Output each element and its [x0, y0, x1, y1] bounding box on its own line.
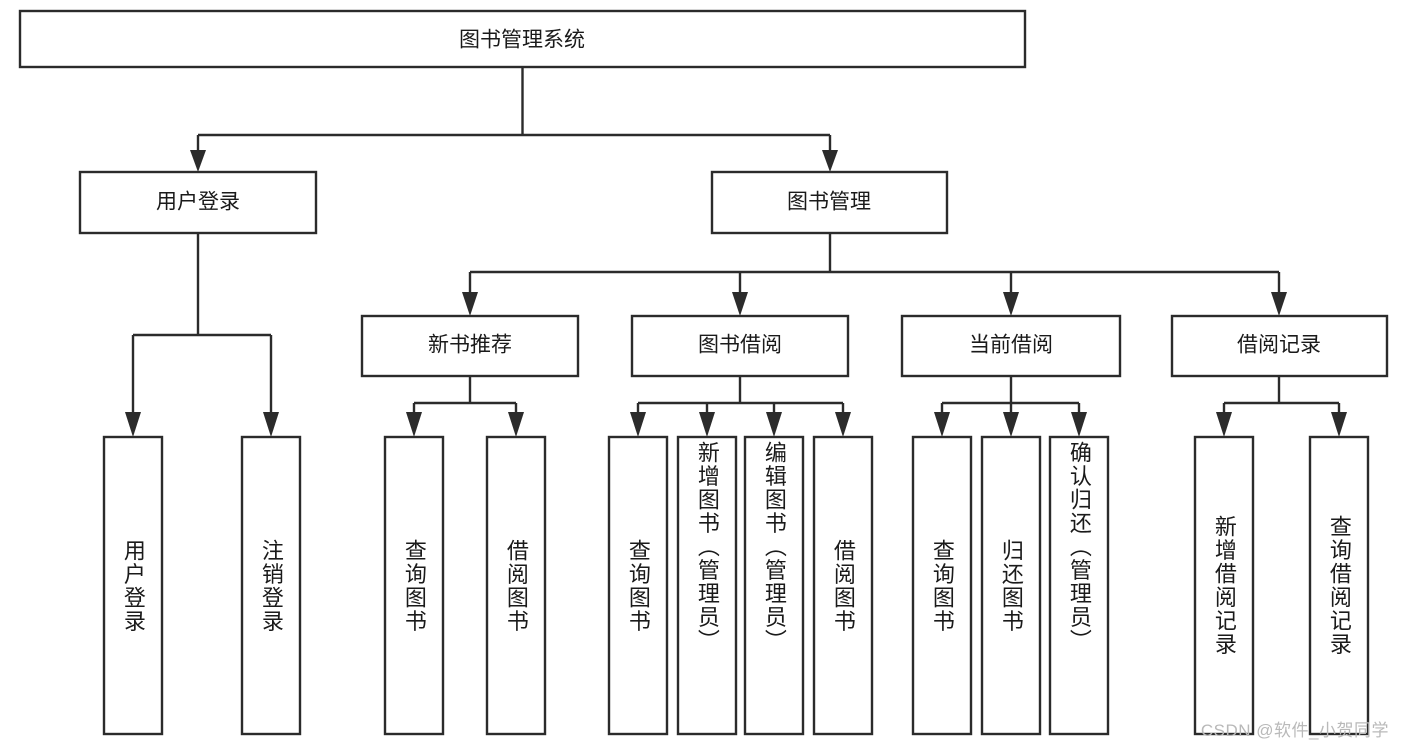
arrow-to-leaf-confirm-return	[1071, 412, 1087, 437]
leaf-edit-book-box[interactable]	[743, 435, 805, 736]
leaf-query-book-1-box[interactable]	[383, 435, 445, 736]
leaf-return-book-box[interactable]	[980, 435, 1042, 736]
node-user-login[interactable]: 用户登录	[78, 170, 318, 235]
arrow-to-leaf-query-record	[1331, 412, 1347, 437]
node-borrow-record-label: 借阅记录	[1237, 334, 1321, 357]
arrow-to-borrow-record	[1271, 292, 1287, 316]
node-book-borrow-label: 图书借阅	[698, 334, 782, 357]
leaf-user-logout-box[interactable]	[240, 435, 302, 736]
node-user-login-label: 用户登录	[156, 191, 240, 214]
leaf-query-record-box[interactable]	[1308, 435, 1370, 736]
arrow-to-leaf-edit-book	[766, 412, 782, 437]
arrow-to-book-borrow	[732, 292, 748, 316]
arrow-to-leaf-user-login	[125, 412, 141, 437]
leaf-add-book-box[interactable]	[676, 435, 738, 736]
arrow-to-leaf-borrow-book-2	[835, 412, 851, 437]
arrow-to-leaf-return-book	[1003, 412, 1019, 437]
node-user-login-box[interactable]	[78, 170, 318, 235]
node-book-manage-box[interactable]	[710, 170, 949, 235]
node-root-box[interactable]	[18, 9, 1027, 69]
leaf-user-login-box[interactable]	[102, 435, 164, 736]
arrow-root-to-user-login	[190, 150, 206, 172]
node-root-label: 图书管理系统	[459, 29, 585, 52]
arrow-to-leaf-query-book-3	[934, 412, 950, 437]
node-book-borrow[interactable]: 图书借阅	[630, 314, 850, 378]
node-current-borrow[interactable]: 当前借阅	[900, 314, 1122, 378]
leaf-confirm-return-box[interactable]	[1048, 435, 1110, 736]
connector-layer	[125, 67, 1347, 437]
node-borrow-record[interactable]: 借阅记录	[1170, 314, 1389, 378]
leaf-query-book-3-box[interactable]	[911, 435, 973, 736]
arrow-to-leaf-user-logout	[263, 412, 279, 437]
watermark-text: CSDN @软件_小贺同学	[1200, 721, 1389, 740]
leaf-box-layer	[102, 435, 1370, 736]
leaf-borrow-book-1-box[interactable]	[485, 435, 547, 736]
arrow-to-leaf-query-book-2	[630, 412, 646, 437]
leaf-borrow-book-2-box[interactable]	[812, 435, 874, 736]
node-book-borrow-box[interactable]	[630, 314, 850, 378]
leaf-query-book-2-box[interactable]	[607, 435, 669, 736]
arrow-to-leaf-add-record	[1216, 412, 1232, 437]
node-new-book-recommend[interactable]: 新书推荐	[360, 314, 580, 378]
node-new-book-recommend-label: 新书推荐	[428, 334, 512, 357]
node-root[interactable]: 图书管理系统	[18, 9, 1027, 69]
arrow-root-to-book-manage	[822, 150, 838, 172]
node-book-manage[interactable]: 图书管理	[710, 170, 949, 235]
node-current-borrow-label: 当前借阅	[969, 334, 1053, 357]
node-new-book-recommend-box[interactable]	[360, 314, 580, 378]
leaf-add-record-box[interactable]	[1193, 435, 1255, 736]
arrow-to-current-borrow	[1003, 292, 1019, 316]
arrow-to-leaf-add-book	[699, 412, 715, 437]
node-book-manage-label: 图书管理	[787, 191, 871, 214]
node-current-borrow-box[interactable]	[900, 314, 1122, 378]
arrow-to-new-book-recommend	[462, 292, 478, 316]
arrow-to-leaf-query-book-1	[406, 412, 422, 437]
arrow-to-leaf-borrow-book-1	[508, 412, 524, 437]
node-borrow-record-box[interactable]	[1170, 314, 1389, 378]
